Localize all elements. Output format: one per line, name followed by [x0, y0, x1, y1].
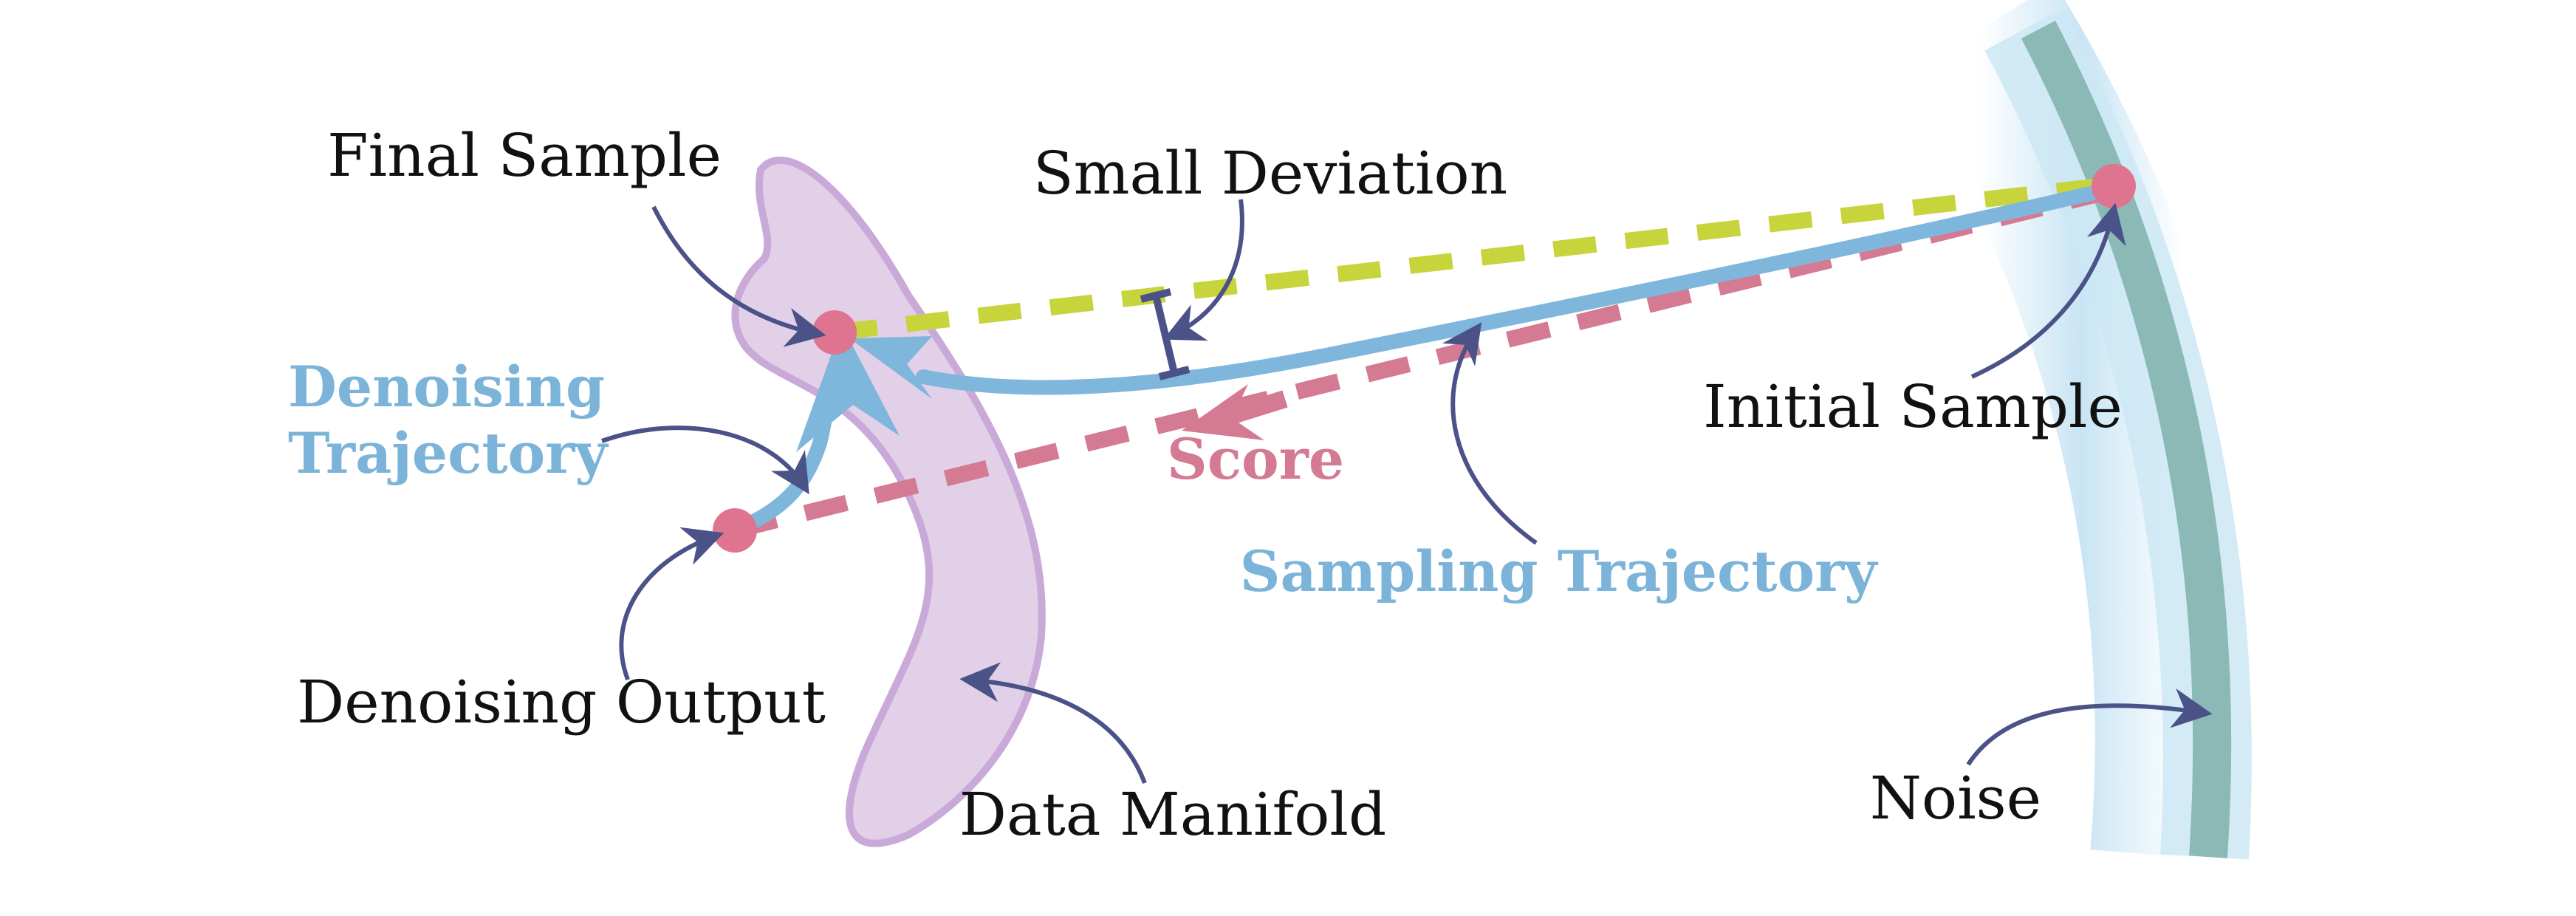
- denoising-output-dot: [713, 508, 757, 553]
- denoising-trajectory-arrowhead: [796, 325, 900, 452]
- denoising-output-annotation-arrow: [619, 527, 724, 681]
- noise-annotation-arrow: [1966, 688, 2213, 766]
- sampling-trajectory-annotation-arrow: [1442, 322, 1538, 545]
- small-deviation-annotation-arrow: [1163, 199, 1244, 341]
- sampling-trajectory-arrowhead: [849, 336, 932, 399]
- small-deviation-marker: [1140, 288, 1191, 380]
- final-sample-dot: [812, 310, 857, 355]
- noise-region: [1903, 0, 2272, 864]
- sampling-trajectory-curve: [916, 181, 2120, 395]
- final-sample-annotation-arrow: [651, 205, 826, 347]
- initial-sample-annotation-arrow: [1970, 202, 2126, 379]
- final-sample-label: Final Sample: [327, 121, 722, 190]
- score-arrow: [1182, 384, 1288, 440]
- denoising-trajectory-annotation-arrow: [601, 425, 809, 495]
- data-manifold-label: Data Manifold: [959, 780, 1386, 849]
- small-deviation-label: Small Deviation: [1033, 139, 1507, 208]
- data-manifold-annotation-arrow: [959, 662, 1147, 785]
- denoising-trajectory-label-line2: Trajectory: [288, 420, 609, 486]
- initial-sample-dot: [2092, 164, 2136, 208]
- noise-label: Noise: [1870, 764, 2041, 833]
- initial-sample-label: Initial Sample: [1703, 372, 2123, 441]
- denoising-trajectory-label-line1: Denoising: [288, 354, 605, 420]
- denoising-output-label: Denoising Output: [297, 668, 826, 736]
- sampling-trajectory-label: Sampling Trajectory: [1240, 539, 1879, 604]
- score-label: Score: [1167, 426, 1344, 492]
